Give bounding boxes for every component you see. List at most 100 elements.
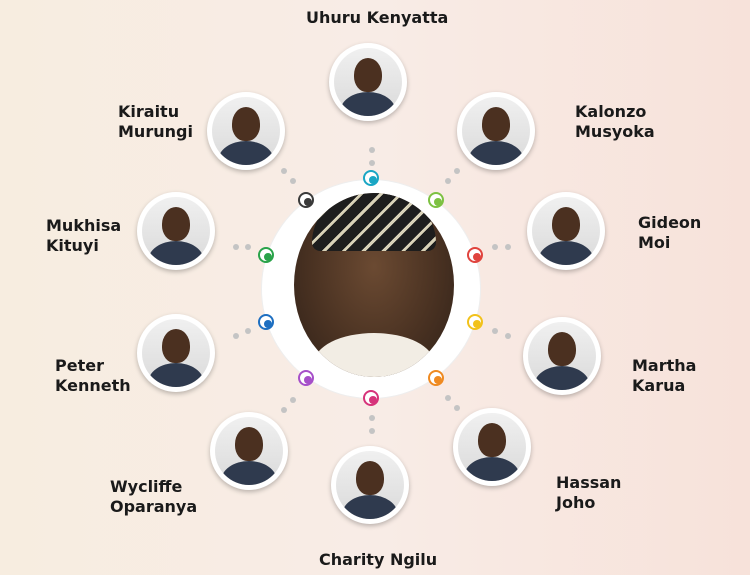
marker-uhuru: [363, 170, 379, 186]
face-image: [528, 322, 596, 390]
name-line-2: Karua: [632, 376, 686, 395]
name-line-1: Peter: [55, 356, 104, 375]
portrait-martha: [523, 317, 601, 395]
connector-dot: [454, 168, 460, 174]
marker-martha: [467, 314, 483, 330]
face-image: [142, 319, 210, 387]
center-leader-photo: [294, 193, 454, 377]
body-shape: [340, 92, 396, 116]
name-line-1: Kalonzo: [575, 102, 647, 121]
connector-dot: [290, 397, 296, 403]
face-image: [215, 417, 283, 485]
name-line-2: Moi: [638, 233, 671, 252]
body-shape: [148, 241, 204, 265]
connector-dot: [492, 244, 498, 250]
marker-hassan: [428, 370, 444, 386]
connector-dot: [233, 333, 239, 339]
head-shape: [162, 329, 190, 363]
head-shape: [354, 58, 382, 92]
portrait-mukhisa: [137, 192, 215, 270]
head-shape: [162, 207, 190, 241]
portrait-peter: [137, 314, 215, 392]
portrait-uhuru: [329, 43, 407, 121]
connector-dot: [454, 405, 460, 411]
connector-dot: [369, 428, 375, 434]
shirt-graphic: [314, 333, 434, 377]
marker-kalonzo: [428, 192, 444, 208]
connector-dot: [245, 328, 251, 334]
head-shape: [235, 427, 263, 461]
body-shape: [468, 141, 524, 165]
connector-dot: [245, 244, 251, 250]
name-line-2: Oparanya: [110, 497, 198, 516]
name-line-2: Murungi: [118, 122, 193, 141]
name-line-2: Musyoka: [575, 122, 655, 141]
connector-dot: [290, 178, 296, 184]
portrait-charity: [331, 446, 409, 524]
face-image: [532, 197, 600, 265]
name-line-1: Wycliffe: [110, 477, 183, 496]
connector-dot: [369, 415, 375, 421]
face-image: [212, 97, 280, 165]
connector-dot: [281, 168, 287, 174]
head-shape: [232, 107, 260, 141]
marker-gideon: [467, 247, 483, 263]
name-line-1: Hassan: [556, 473, 622, 492]
marker-wycliffe: [298, 370, 314, 386]
face-image: [336, 451, 404, 519]
connector-dot: [492, 328, 498, 334]
name-line-2: Kituyi: [46, 236, 99, 255]
portrait-hassan: [453, 408, 531, 486]
cap-graphic: [312, 193, 436, 251]
connector-dot: [281, 407, 287, 413]
body-shape: [538, 241, 594, 265]
connector-dot: [505, 244, 511, 250]
portrait-gideon: [527, 192, 605, 270]
head-shape: [482, 107, 510, 141]
body-shape: [218, 141, 274, 165]
head-shape: [356, 461, 384, 495]
marker-peter: [258, 314, 274, 330]
name-line-1: Mukhisa: [46, 216, 122, 235]
name-line-1: Kiraitu: [118, 102, 180, 121]
head-shape: [478, 423, 506, 457]
name-label-uhuru: Uhuru Kenyatta: [306, 8, 448, 28]
name-line-1: Gideon: [638, 213, 702, 232]
face-image: [462, 97, 530, 165]
face-image: [142, 197, 210, 265]
name-line-1: Martha: [632, 356, 697, 375]
connector-dot: [445, 395, 451, 401]
marker-mukhisa: [258, 247, 274, 263]
portrait-wycliffe: [210, 412, 288, 490]
connector-dot: [369, 147, 375, 153]
marker-kiraitu: [298, 192, 314, 208]
name-line-1: Uhuru Kenyatta: [306, 8, 449, 27]
marker-charity: [363, 390, 379, 406]
name-line-2: Joho: [556, 493, 596, 512]
portrait-kalonzo: [457, 92, 535, 170]
name-label-charity: Charity Ngilu: [319, 550, 437, 570]
connector-dot: [445, 178, 451, 184]
body-shape: [148, 363, 204, 387]
name-line-1: Charity Ngilu: [319, 550, 438, 569]
body-shape: [221, 461, 277, 485]
face-image: [334, 48, 402, 116]
portrait-kiraitu: [207, 92, 285, 170]
connector-dot: [233, 244, 239, 250]
body-shape: [534, 366, 590, 390]
name-line-2: Kenneth: [55, 376, 131, 395]
body-shape: [342, 495, 398, 519]
head-shape: [548, 332, 576, 366]
connector-dot: [505, 333, 511, 339]
body-shape: [464, 457, 520, 481]
face-image: [458, 413, 526, 481]
